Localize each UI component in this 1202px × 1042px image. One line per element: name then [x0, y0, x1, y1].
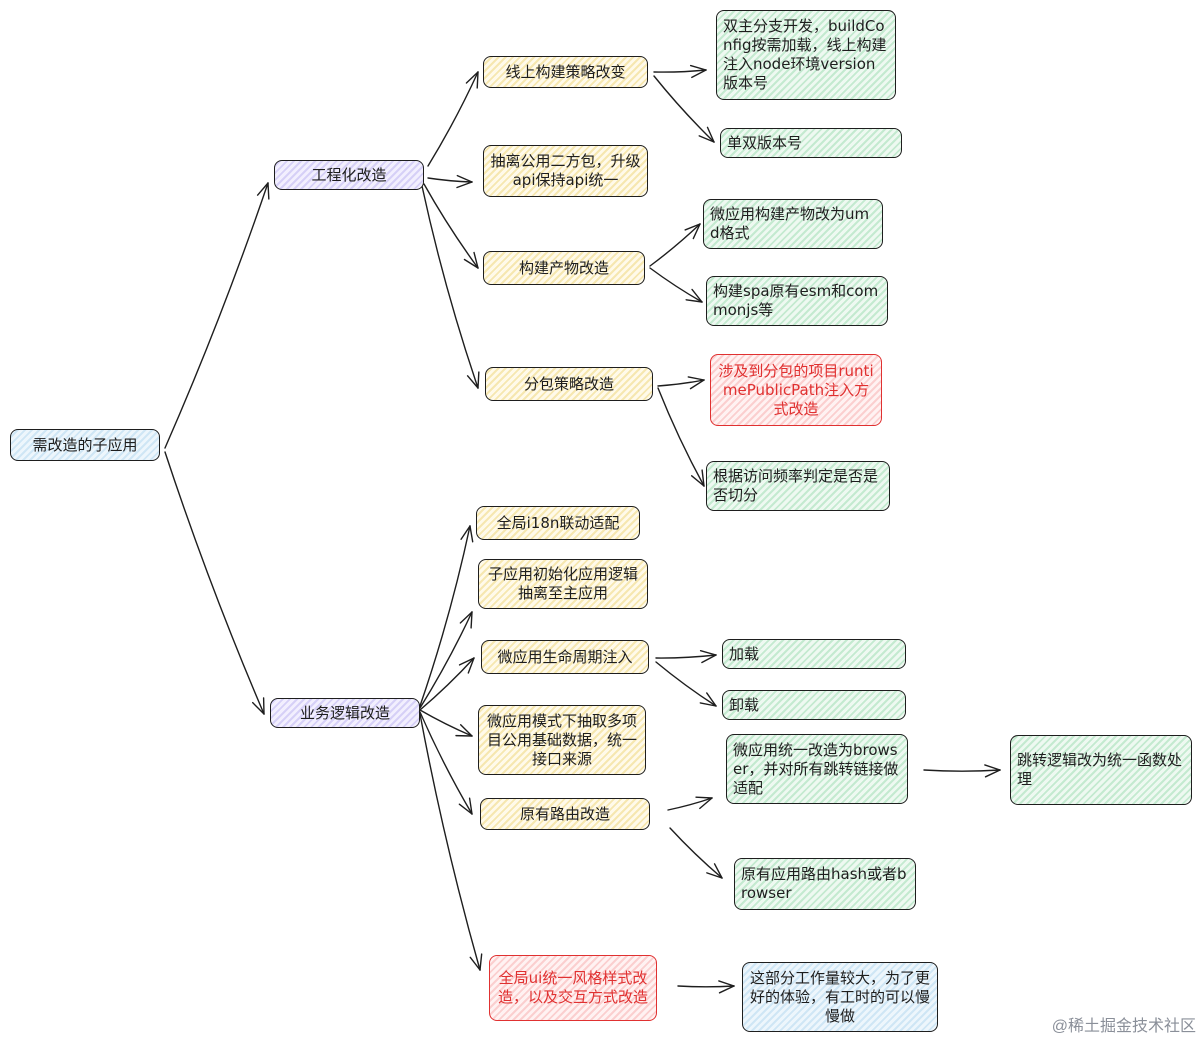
arrow-biz-to-init	[419, 611, 473, 709]
load-node[interactable]: 加载	[722, 639, 906, 669]
arrow-lifecycle-to-load	[655, 650, 717, 664]
ui-style-node[interactable]: 全局ui统一风格样式改造，以及交互方式改造	[489, 955, 657, 1021]
umd-artifact-node[interactable]: 微应用构建产物改为umd格式	[703, 199, 883, 249]
arrow-routing-to-browser	[667, 796, 713, 811]
arrow-chunking-to-freq	[657, 387, 705, 487]
arrow-lifecycle-to-unload	[655, 661, 717, 707]
arrow-biz-to-ui-style	[419, 713, 483, 971]
arrow-biz-to-routing	[419, 711, 473, 815]
engineering-branch-node[interactable]: 工程化改造	[274, 160, 424, 190]
unload-node[interactable]: 卸载	[722, 690, 906, 720]
arrow-root-to-engineering	[164, 182, 270, 449]
arrow-routing-to-hash	[669, 827, 723, 879]
ui-style-note-node[interactable]: 这部分工作量较大，为了更好的体验，有工时的可以慢慢做	[742, 962, 938, 1032]
arrow-ui-to-note	[677, 980, 735, 994]
base-data-node[interactable]: 微应用模式下抽取多项目公用基础数据，统一接口来源	[478, 705, 646, 775]
routing-node[interactable]: 原有路由改造	[480, 798, 650, 830]
i18n-node[interactable]: 全局i18n联动适配	[476, 506, 640, 540]
arrow-eng-to-build-strategy	[427, 71, 479, 167]
chunking-strategy-node[interactable]: 分包策略改造	[485, 367, 653, 401]
arrow-biz-to-i18n	[419, 525, 474, 707]
runtime-public-path-node[interactable]: 涉及到分包的项目runtimePublicPath注入方式改造	[710, 354, 882, 426]
root-node[interactable]: 需改造的子应用	[10, 429, 160, 461]
arrow-chunking-to-runtime	[657, 376, 705, 390]
watermark: @稀土掘金技术社区	[1051, 1018, 1196, 1035]
arrow-artifacts-to-spa	[649, 267, 703, 303]
hash-routing-node[interactable]: 原有应用路由hash或者browser	[734, 858, 916, 910]
arrow-browser-to-jump	[923, 764, 1001, 778]
lifecycle-node[interactable]: 微应用生命周期注入	[481, 640, 649, 674]
access-frequency-node[interactable]: 根据访问频率判定是否是否切分	[706, 461, 890, 511]
browser-routing-node[interactable]: 微应用统一改造为browser，并对所有跳转链接做适配	[726, 734, 908, 804]
build-artifacts-node[interactable]: 构建产物改造	[483, 251, 645, 285]
version-number-node[interactable]: 单双版本号	[720, 128, 902, 158]
init-logic-node[interactable]: 子应用初始化应用逻辑抽离至主应用	[478, 559, 648, 609]
arrow-eng-to-artifacts	[423, 183, 479, 269]
arrow-build-to-dual	[653, 64, 707, 79]
shared-package-node[interactable]: 抽离公用二方包，升级api保持api统一	[483, 145, 648, 197]
business-branch-node[interactable]: 业务逻辑改造	[270, 698, 420, 728]
spa-artifact-node[interactable]: 构建spa原有esm和commonjs等	[706, 276, 888, 326]
arrow-biz-to-lifecycle	[419, 657, 475, 711]
jump-logic-node[interactable]: 跳转逻辑改为统一函数处理	[1010, 735, 1192, 805]
dual-branch-build-node[interactable]: 双主分支开发，buildConfig按需加载，线上构建注入node环境versi…	[716, 10, 896, 100]
arrow-root-to-business	[164, 451, 265, 715]
arrow-artifacts-to-umd	[649, 223, 701, 267]
build-strategy-node[interactable]: 线上构建策略改变	[483, 56, 648, 88]
arrow-eng-to-chunking	[421, 185, 480, 389]
arrow-build-to-version	[653, 75, 715, 143]
arrow-eng-to-shared-pkg	[427, 174, 473, 189]
arrow-biz-to-base-data	[419, 709, 473, 737]
